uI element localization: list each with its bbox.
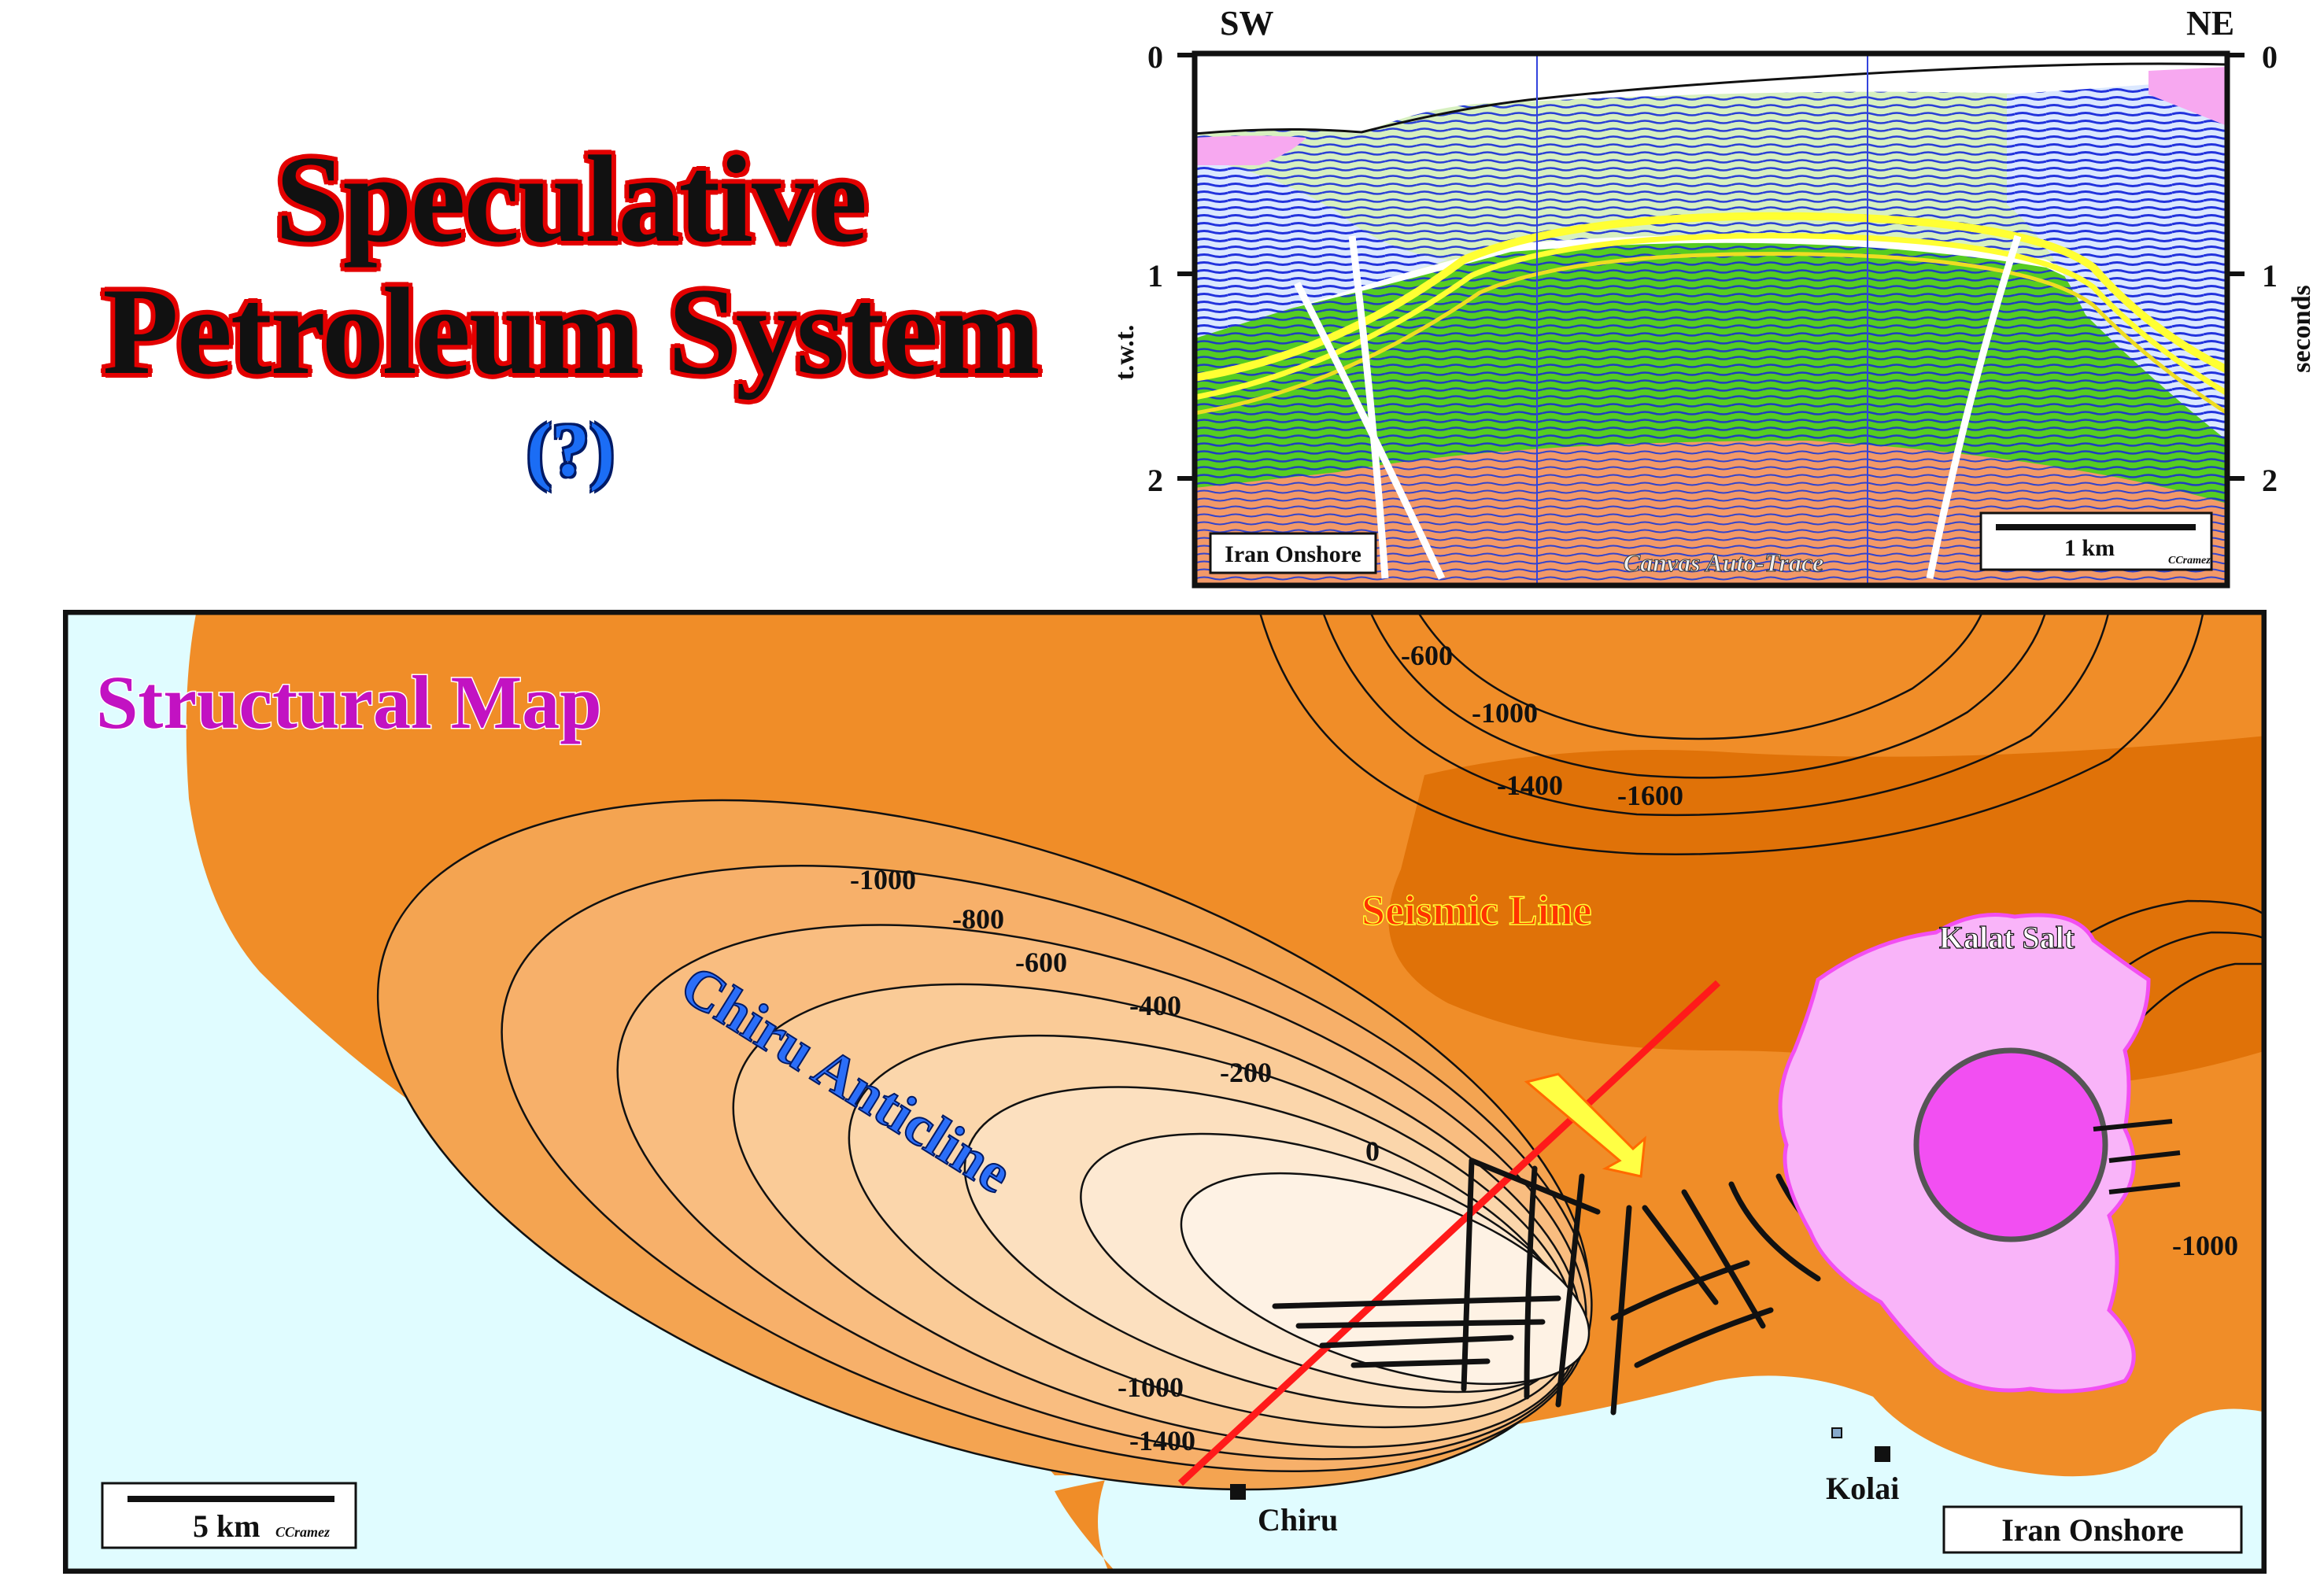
title-question: (?) (527, 408, 615, 492)
structural-map: Structural Map Chiru Anticline Seismic L… (62, 609, 2267, 1574)
town-label-kolai: Kolai (1826, 1471, 1899, 1506)
map-svg: Structural Map Chiru Anticline Seismic L… (62, 609, 2267, 1574)
seismic-line-label: Seismic Line (1362, 887, 1592, 934)
anticline-closures (376, 799, 1593, 1491)
seismic-section: SW NE (1102, 0, 2324, 598)
contour-label-10: -1000 (1118, 1371, 1184, 1403)
contour-label-2: -1400 (1497, 770, 1563, 801)
contour-label-12: -1000 (2172, 1230, 2238, 1261)
well-marker (1831, 1427, 1842, 1438)
map-scale-label: 5 km (193, 1508, 260, 1544)
seis-watermark: Canvas Auto-Trace (1624, 548, 1824, 577)
seis-author: CCramez (2168, 555, 2211, 567)
seismic-image (1195, 54, 2227, 585)
seis-dir-sw: SW (1220, 4, 1273, 42)
salt-core (1913, 1047, 2108, 1242)
contour-label-1: -1000 (1472, 697, 1538, 729)
seis-location-box (1209, 532, 1377, 574)
map-author: CCramez (275, 1524, 330, 1540)
seis-left-tick-0: 0 (1147, 39, 1163, 75)
seis-scale-label: 1 km (2064, 535, 2115, 561)
salt-faults (2093, 1119, 2181, 1194)
seismic-svg: SW NE (1110, 4, 2316, 589)
contour-label-0: -600 (1401, 640, 1453, 671)
contour-label-7: -400 (1129, 990, 1181, 1021)
contour-label-9: 0 (1365, 1135, 1380, 1167)
map-location-box (1942, 1505, 2243, 1554)
contour-label-5: -800 (952, 903, 1004, 935)
faults (1272, 1157, 1884, 1416)
seis-left-axis-label: t.w.t. (1110, 325, 1140, 381)
seis-left-tick-1: 1 (1147, 258, 1163, 293)
title-block: Speculative Petroleum System (?) (47, 134, 1094, 493)
title-line-2: Petroleum System (102, 263, 1040, 401)
seismic-line-arrow (1524, 1072, 1646, 1178)
seis-scale-box (1979, 511, 2213, 571)
map-frame (62, 609, 2267, 1574)
seis-dir-ne: NE (2186, 4, 2234, 42)
contour-label-8: -200 (1220, 1057, 1272, 1088)
town-marker-chiru (1230, 1484, 1246, 1500)
seismic-frame (1192, 50, 2230, 589)
map-title: Structural Map (96, 660, 602, 744)
contour-label-6: -600 (1015, 947, 1067, 978)
seis-right-tick-0: 0 (2262, 39, 2278, 75)
seis-right-tick-2: 2 (2262, 463, 2278, 498)
seis-right-axis-label: seconds (2287, 285, 2316, 372)
seismic-line-trace (1177, 980, 1721, 1486)
contour-label-11: -1400 (1129, 1425, 1195, 1456)
seis-right-tick-1: 1 (2262, 258, 2278, 293)
map-scale-box (101, 1482, 357, 1549)
map-location-label: Iran Onshore (2001, 1512, 2184, 1548)
title-line-1: Speculative (275, 131, 867, 268)
salt-label: Kalat Salt (1939, 920, 2075, 955)
contour-label-4: -1000 (850, 864, 916, 895)
town-label-chiru: Chiru (1258, 1502, 1338, 1538)
seis-location-label: Iran Onshore (1225, 541, 1362, 567)
basin-contours (1259, 615, 2262, 1020)
contour-label-3: -1600 (1617, 780, 1683, 811)
seis-left-tick-2: 2 (1147, 463, 1163, 498)
town-marker-kolai (1875, 1446, 1890, 1462)
contour-labels: -600 -1000 -1400 -1600 -1000 -800 -600 -… (850, 640, 2238, 1456)
